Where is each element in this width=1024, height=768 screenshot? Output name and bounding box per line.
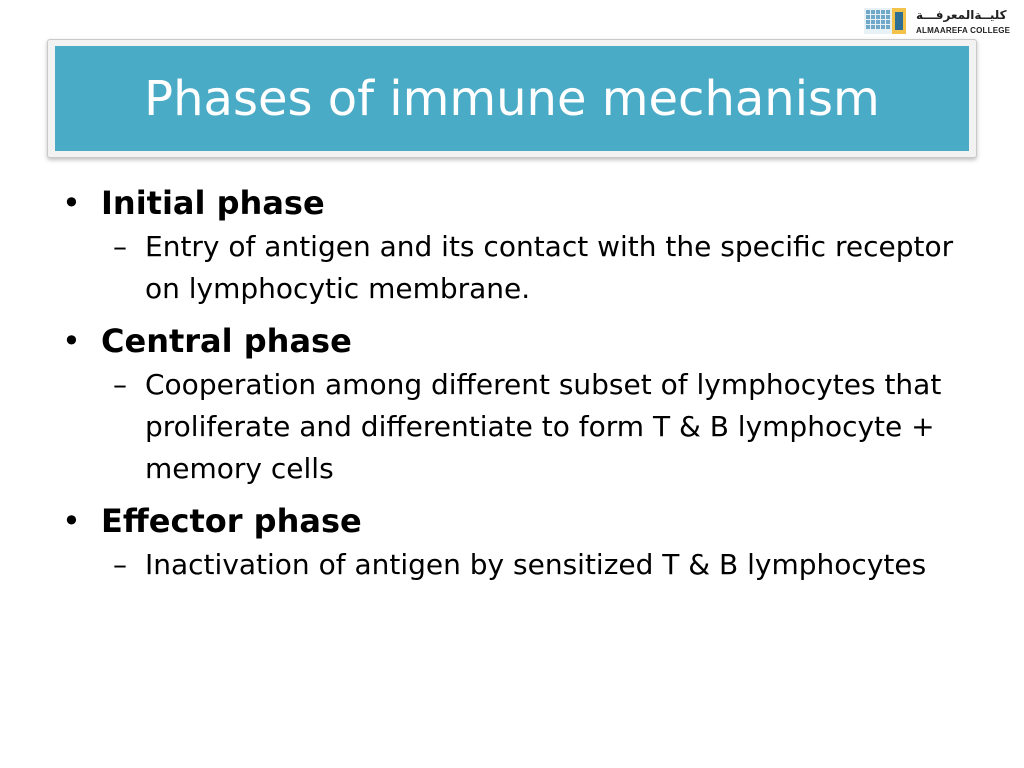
bullet-heading: Effector phase	[101, 502, 362, 540]
logo-english-text: ALMAAREFA COLLEGE	[916, 26, 1011, 35]
title-banner: Phases of immune mechanism	[55, 46, 969, 151]
dash-icon: –	[113, 368, 127, 401]
title-frame: Phases of immune mechanism	[47, 39, 977, 158]
bullet-heading: Initial phase	[101, 184, 325, 222]
building-grid-icon	[864, 8, 906, 34]
bullet-initial-phase: • Initial phase	[60, 182, 960, 224]
bullet-dot-icon: •	[62, 322, 81, 360]
bullet-heading: Central phase	[101, 322, 352, 360]
sub-bullet-central-phase: – Cooperation among different subset of …	[60, 364, 960, 490]
logo-arabic-text: كليــةالمعرفـــة	[916, 8, 1007, 22]
dash-icon: –	[113, 230, 127, 263]
college-logo: كليــةالمعرفـــة ALMAAREFA COLLEGE	[862, 4, 1011, 40]
bullet-dot-icon: •	[62, 184, 81, 222]
sub-bullet-text: Inactivation of antigen by sensitized T …	[145, 548, 927, 581]
bullet-effector-phase: • Effector phase	[60, 500, 960, 542]
sub-bullet-effector-phase: – Inactivation of antigen by sensitized …	[60, 544, 960, 586]
sub-bullet-text: Cooperation among different subset of ly…	[145, 368, 942, 485]
slide-title: Phases of immune mechanism	[144, 70, 880, 127]
bullet-central-phase: • Central phase	[60, 320, 960, 362]
sub-bullet-text: Entry of antigen and its contact with th…	[145, 230, 954, 305]
bullet-dot-icon: •	[62, 502, 81, 540]
sub-bullet-initial-phase: – Entry of antigen and its contact with …	[60, 226, 960, 310]
slide-body: • Initial phase – Entry of antigen and i…	[60, 182, 960, 586]
dash-icon: –	[113, 548, 127, 581]
